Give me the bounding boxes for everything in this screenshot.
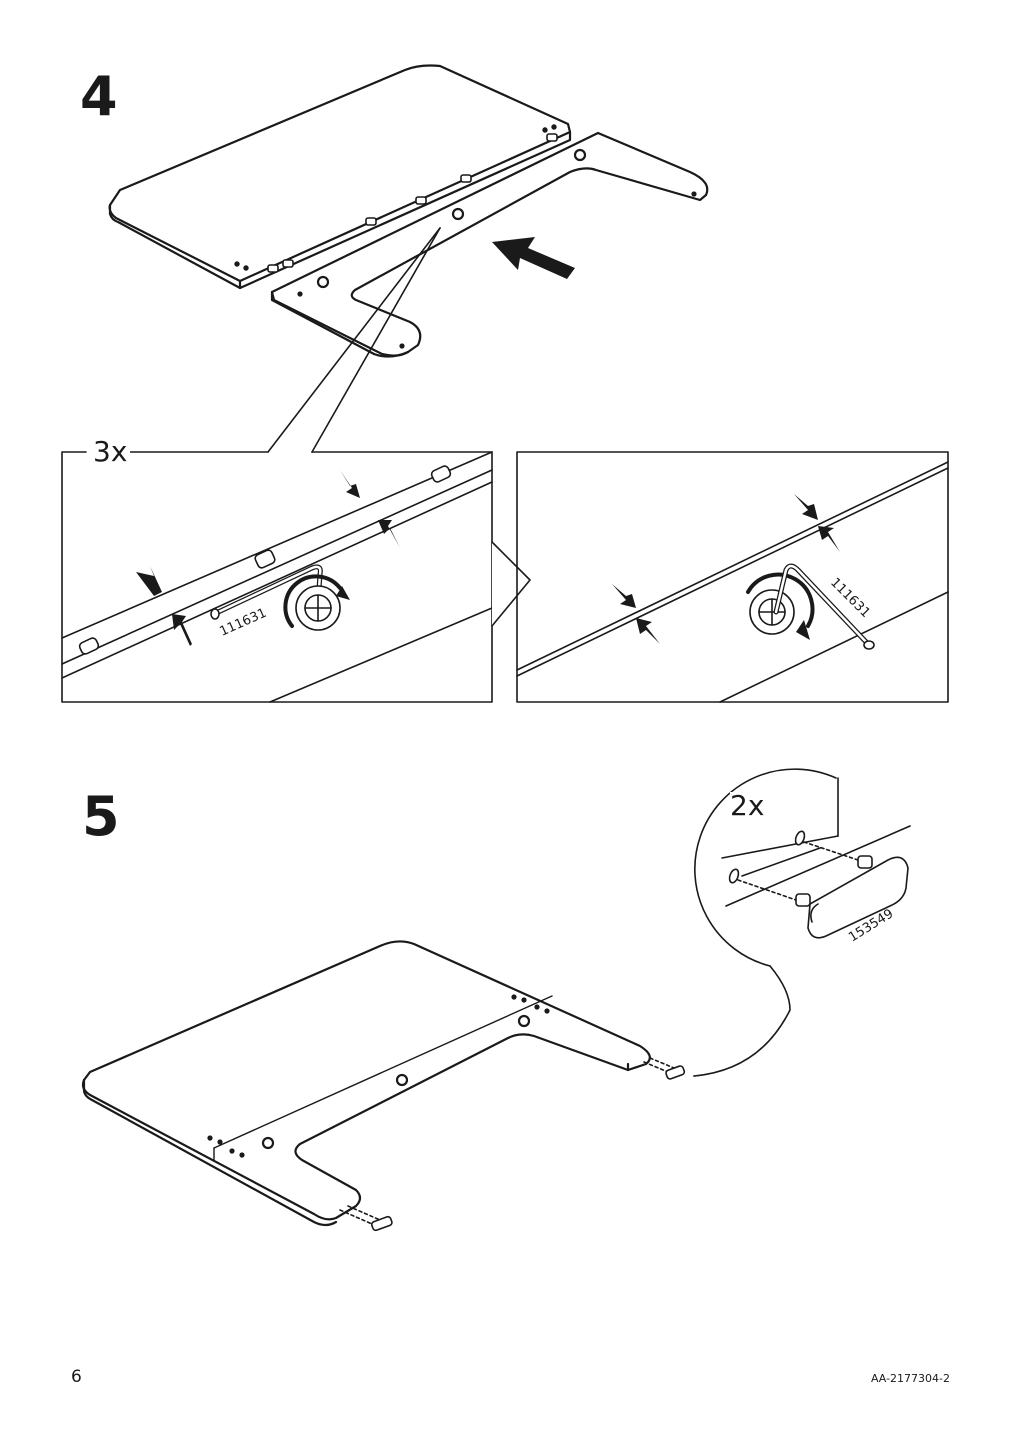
cam-lock-icon <box>749 589 795 635</box>
detail-box-right: 111631 <box>516 451 949 703</box>
end-cap-icon <box>795 855 909 939</box>
desk-top-panel <box>108 64 572 290</box>
assembled-desk-top <box>81 940 651 1227</box>
page-number: 6 <box>71 1367 82 1387</box>
allen-key-icon <box>773 563 875 650</box>
rotate-arrow-icon <box>283 574 342 628</box>
step-4-number: 4 <box>80 65 118 128</box>
quantity-2x: 2x <box>730 789 765 822</box>
detail-box-left: 111631 <box>61 451 493 703</box>
cap-part-number: 153549 <box>846 906 896 945</box>
document-code: AA-2177304-2 <box>870 1372 950 1385</box>
detail-box-connector <box>491 541 531 627</box>
detail-circle: 153549 <box>693 768 911 1077</box>
quantity-3x: 3x <box>90 438 131 466</box>
dowel-icon <box>267 133 558 273</box>
step-5-number: 5 <box>82 785 120 848</box>
push-arrow-icon <box>492 237 575 279</box>
allen-key-icon <box>210 564 323 620</box>
cam-lock-icon <box>295 585 341 631</box>
zoom-callout-lines <box>267 227 441 453</box>
push-arrow-icon <box>136 566 162 596</box>
rotate-arrow-icon <box>746 572 815 628</box>
end-cap-icon <box>339 1057 686 1232</box>
tool-part-number-right: 111631 <box>827 575 873 621</box>
step-4-illustration: 111631 111631 <box>61 64 949 703</box>
l-shaped-panel <box>270 131 709 358</box>
